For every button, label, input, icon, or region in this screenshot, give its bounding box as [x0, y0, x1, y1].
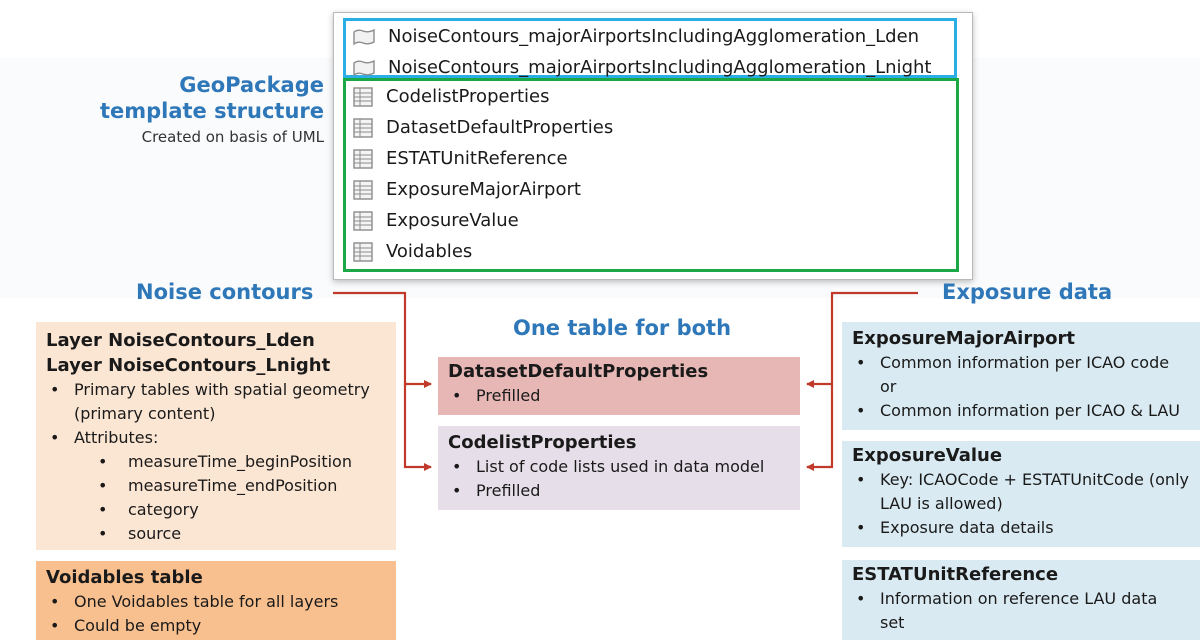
attribute-item: measureTime_beginPosition: [46, 450, 386, 474]
table-icon: [353, 118, 373, 138]
bullet-item: Primary tables with spatial geometry: [46, 378, 386, 402]
box-title: ExposureValue: [852, 445, 1003, 466]
layer-item-lden[interactable]: NoiseContours_majorAirportsIncludingAggl…: [352, 22, 919, 52]
table-item-estatunitreference[interactable]: ESTATUnitReference: [352, 144, 568, 174]
bullet-list: Key: ICAOCode + ESTATUnitCode (only LAU …: [852, 468, 1190, 540]
dataset-default-properties-box: DatasetDefaultProperties Prefilled: [438, 357, 800, 415]
bullet-item: One Voidables table for all layers: [46, 590, 386, 614]
shared-tables-heading: One table for both: [513, 316, 732, 340]
bullet-list: One Voidables table for all layers Could…: [46, 590, 386, 638]
layer-icon: [353, 59, 375, 77]
exposure-data-heading: Exposure data: [942, 280, 1113, 304]
table-icon: [353, 87, 373, 107]
table-icon: [353, 180, 373, 200]
tables-highlight-frame: [343, 78, 959, 272]
table-item-exposurevalue[interactable]: ExposureValue: [352, 206, 519, 236]
box-title: Layer NoiseContours_Lnight: [46, 355, 331, 376]
bullet-item: List of code lists used in data model: [448, 455, 790, 479]
layer-list-panel: [333, 12, 973, 280]
table-item-label: CodelistProperties: [386, 86, 550, 107]
noise-contours-heading: Noise contours: [136, 280, 314, 304]
box-title: Voidables table: [46, 567, 203, 588]
page-title: GeoPackage template structure: [70, 72, 324, 124]
bullet-item: Key: ICAOCode + ESTATUnitCode (only: [852, 468, 1190, 492]
noise-layers-box: Layer NoiseContours_Lden Layer NoiseCont…: [36, 322, 396, 550]
bullet-item-continuation: set: [880, 613, 905, 632]
bullet-item: Common information per ICAO code: [852, 351, 1190, 375]
attribute-item: category: [46, 498, 386, 522]
arrow-exposure-to-clp: [806, 384, 834, 471]
table-item-voidables[interactable]: Voidables: [352, 237, 472, 267]
codelist-properties-box: CodelistProperties List of code lists us…: [438, 426, 800, 510]
bullet-item: Could be empty: [46, 614, 386, 638]
table-item-datasetdefaultproperties[interactable]: DatasetDefaultProperties: [352, 113, 613, 143]
bullet-item-continuation: (primary content): [74, 404, 216, 423]
layers-highlight-frame: [343, 18, 957, 78]
table-item-label: ExposureValue: [386, 210, 519, 231]
bullet-item: Prefilled: [448, 479, 790, 503]
layer-item-lnight[interactable]: NoiseContours_majorAirportsIncludingAggl…: [352, 53, 931, 83]
bullet-item: Attributes:: [46, 426, 386, 450]
title-line-2: template structure: [99, 99, 324, 123]
or-text: or: [880, 377, 897, 396]
page-subtitle: Created on basis of UML: [141, 128, 324, 146]
attribute-item: measureTime_endPosition: [46, 474, 386, 498]
box-title: ExposureMajorAirport: [852, 328, 1075, 349]
exposure-value-box: ExposureValue Key: ICAOCode + ESTATUnitC…: [842, 441, 1200, 547]
table-icon: [353, 149, 373, 169]
table-icon: [353, 242, 373, 262]
bullet-item-continuation: LAU is allowed): [880, 494, 1003, 513]
box-title: Layer NoiseContours_Lden: [46, 330, 315, 351]
table-item-label: Voidables: [386, 241, 473, 262]
layer-item-label: NoiseContours_majorAirportsIncludingAggl…: [388, 57, 932, 78]
table-item-label: ESTATUnitReference: [386, 148, 568, 169]
arrow-noise-to-clp: [403, 384, 432, 471]
box-title: ESTATUnitReference: [852, 564, 1059, 585]
bullet-item: Prefilled: [448, 384, 790, 408]
table-item-label: DatasetDefaultProperties: [386, 117, 614, 138]
bullet-item: Exposure data details: [852, 516, 1190, 540]
table-item-codelistproperties[interactable]: CodelistProperties: [352, 82, 550, 112]
voidables-box: Voidables table One Voidables table for …: [36, 561, 396, 640]
bullet-list: List of code lists used in data model Pr…: [448, 455, 790, 503]
bullet-item: Common information per ICAO & LAU: [852, 399, 1190, 423]
bullet-list: Information on reference LAU data set: [852, 587, 1190, 635]
estat-unit-reference-box: ESTATUnitReference Information on refere…: [842, 560, 1200, 640]
bullet-list: Prefilled: [448, 384, 790, 408]
box-title: DatasetDefaultProperties: [448, 361, 709, 382]
table-icon: [353, 211, 373, 231]
box-title: CodelistProperties: [448, 432, 637, 453]
bullet-item: Information on reference LAU data: [852, 587, 1190, 611]
layer-item-label: NoiseContours_majorAirportsIncludingAggl…: [388, 26, 920, 47]
bullet-list: Common information per ICAO code or Comm…: [852, 351, 1190, 423]
table-item-label: ExposureMajorAirport: [386, 179, 581, 200]
exposure-major-airport-box: ExposureMajorAirport Common information …: [842, 322, 1200, 430]
table-item-exposuremajorairport[interactable]: ExposureMajorAirport: [352, 175, 581, 205]
bullet-list: Primary tables with spatial geometry (pr…: [46, 378, 386, 546]
layer-icon: [353, 28, 375, 46]
attribute-item: source: [46, 522, 386, 546]
title-line-1: GeoPackage: [179, 73, 324, 97]
